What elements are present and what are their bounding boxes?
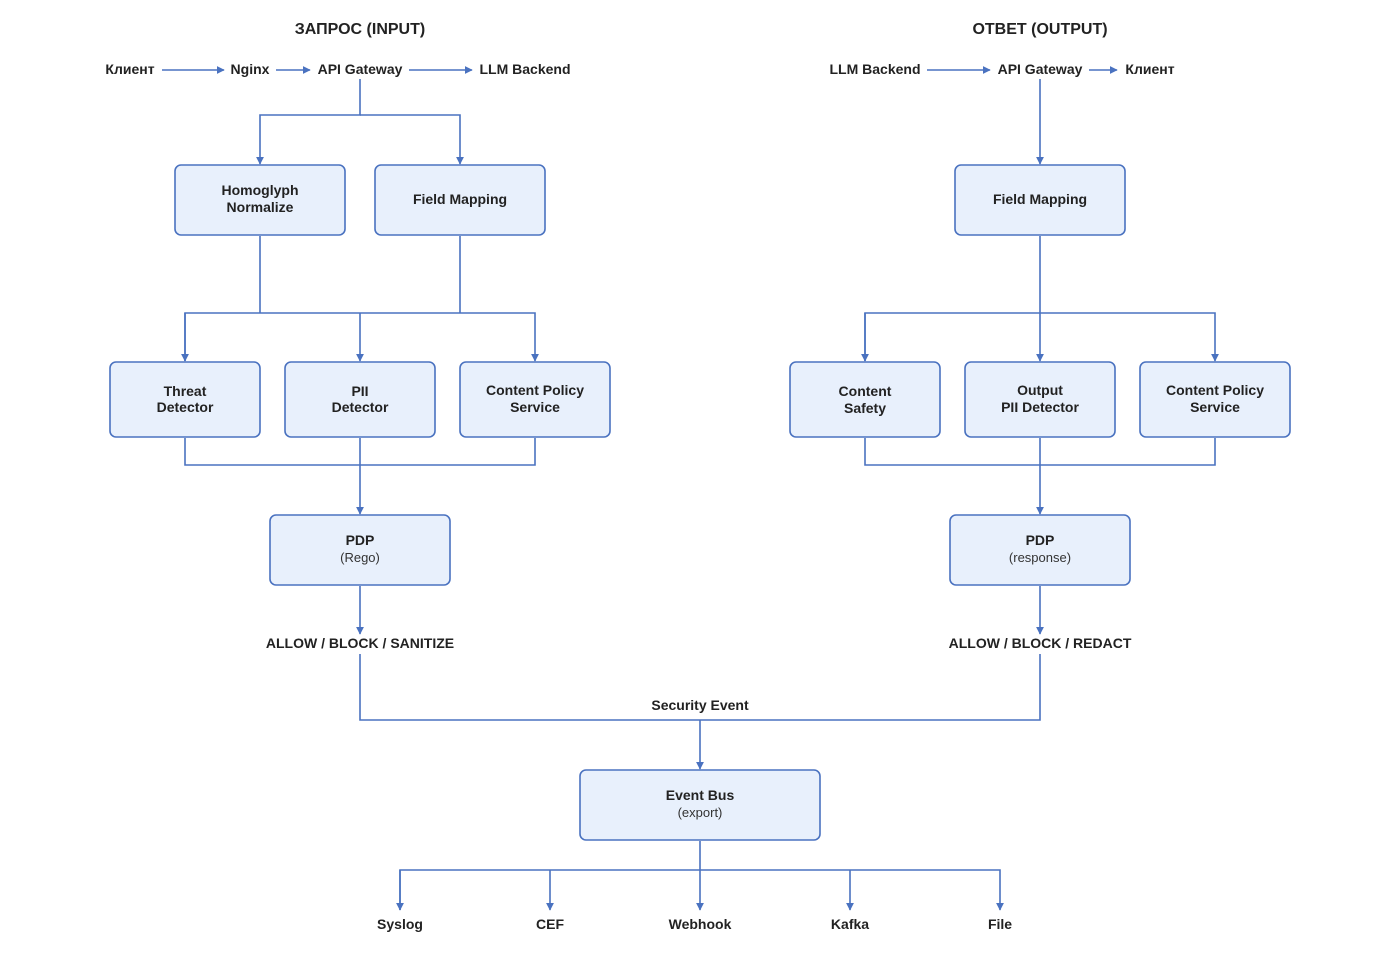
input-verdict: ALLOW / BLOCK / SANITIZE: [266, 635, 454, 651]
event-bus-node: Event Bus (export): [579, 769, 821, 841]
threat-line2: Detector: [157, 399, 214, 415]
output-field-mapping-node: Field Mapping: [954, 164, 1126, 236]
pii-line2: Detector: [332, 399, 389, 415]
sink-file: File: [988, 916, 1012, 932]
pii-detector-node: PII Detector: [284, 361, 436, 438]
sink-syslog: Syslog: [377, 916, 423, 932]
threat-detector-node: Threat Detector: [109, 361, 261, 438]
input-policy-line2: Service: [510, 399, 560, 415]
event-edges: [359, 654, 1041, 911]
outpii-line1: Output: [1017, 382, 1063, 398]
sink-cef: CEF: [536, 916, 564, 932]
input-field-mapping-node: Field Mapping: [374, 164, 546, 236]
output-title: ОТВЕТ (OUTPUT): [972, 21, 1107, 38]
output-content-policy-node: Content Policy Service: [1139, 361, 1291, 438]
content-safety-node: Content Safety: [789, 361, 941, 438]
input-pdp-node: PDP (Rego): [269, 514, 451, 586]
safety-line1: Content: [839, 383, 892, 399]
output-flow-gateway: API Gateway: [998, 61, 1083, 77]
threat-line1: Threat: [164, 383, 207, 399]
output-policy-line1: Content Policy: [1166, 382, 1264, 398]
output-pii-detector-node: Output PII Detector: [964, 361, 1116, 438]
sink-kafka: Kafka: [831, 916, 869, 932]
input-flow-gateway: API Gateway: [318, 61, 403, 77]
output-policy-line2: Service: [1190, 399, 1240, 415]
homoglyph-normalize-node: Homoglyph Normalize: [174, 164, 346, 236]
output-field-mapping-label: Field Mapping: [993, 191, 1087, 207]
output-flow-backend: LLM Backend: [829, 61, 920, 77]
output-pdp-sub: (response): [1009, 550, 1071, 565]
event-bus-sub: (export): [678, 805, 723, 820]
input-content-policy-node: Content Policy Service: [459, 361, 611, 438]
input-flow-nginx: Nginx: [231, 61, 270, 77]
safety-line2: Safety: [844, 400, 886, 416]
input-edges: [162, 66, 539, 635]
pii-line1: PII: [351, 383, 368, 399]
output-pdp-node: PDP (response): [949, 514, 1131, 586]
input-policy-line1: Content Policy: [486, 382, 584, 398]
event-bus-label: Event Bus: [666, 787, 735, 803]
input-pdp-sub: (Rego): [340, 550, 380, 565]
security-event-label: Security Event: [651, 697, 749, 713]
edge-gateway-homoglyph: [256, 79, 361, 165]
homoglyph-line1: Homoglyph: [222, 182, 299, 198]
input-flow-backend: LLM Backend: [479, 61, 570, 77]
outpii-line2: PII Detector: [1001, 399, 1079, 415]
output-pdp-label: PDP: [1026, 532, 1055, 548]
input-pdp-label: PDP: [346, 532, 375, 548]
homoglyph-line2: Normalize: [227, 199, 294, 215]
output-verdict: ALLOW / BLOCK / REDACT: [949, 635, 1132, 651]
sink-webhook: Webhook: [669, 916, 732, 932]
output-edges: [861, 66, 1219, 635]
input-field-mapping-label: Field Mapping: [413, 191, 507, 207]
input-title: ЗАПРОС (INPUT): [295, 21, 425, 38]
edge-gateway-fieldmap: [360, 114, 464, 165]
output-flow-client: Клиент: [1125, 61, 1174, 77]
input-flow-client: Клиент: [105, 61, 154, 77]
